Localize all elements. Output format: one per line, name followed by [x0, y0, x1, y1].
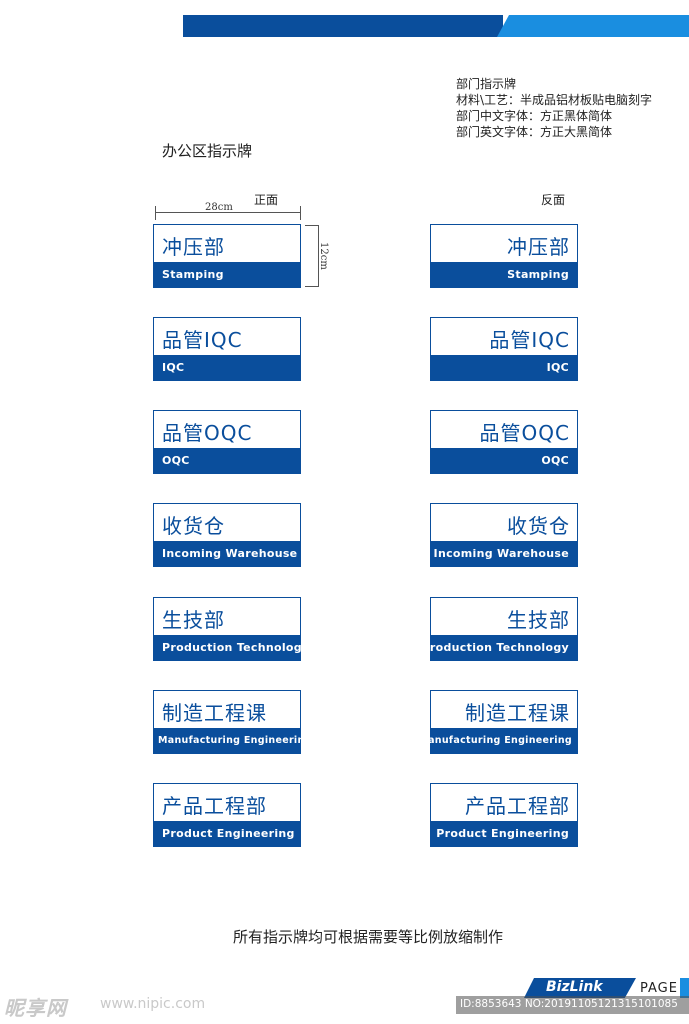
width-dim-line	[155, 212, 301, 213]
sign-cn-text: 品管IQC	[489, 328, 570, 352]
watermark-url: www.nipic.com	[100, 996, 206, 1012]
sign-cn-text: 制造工程课	[465, 701, 570, 725]
sign-back-production-technology: 生技部 Production Technology	[422, 597, 578, 661]
sign-en-text: Product Engineering	[436, 827, 569, 840]
sign-en-bar: Production Technology	[154, 635, 309, 660]
sign-en-bar: Product Engineering	[154, 821, 300, 846]
sign-en-text: IQC	[162, 361, 185, 374]
sign-cn-text: 产品工程部	[465, 794, 570, 818]
sign-en-text: Manufacturing Engineering	[418, 735, 572, 746]
sign-cn-text: 冲压部	[162, 235, 225, 259]
height-dim-tick-bottom	[305, 286, 319, 287]
sign-en-bar: Stamping	[154, 262, 300, 287]
width-dim-label: 28cm	[205, 202, 233, 213]
sign-en-text: Production Technology	[162, 641, 310, 654]
sign-en-bar: IQC	[154, 355, 300, 380]
id-strip	[456, 996, 689, 1014]
brand-logo-text: BizLink	[546, 979, 603, 995]
spec-block: 部门指示牌 材料\工艺：半成品铝材板贴电脑刻字 部门中文字体：方正黑体简体 部门…	[456, 76, 652, 140]
sign-en-text: Product Engineering	[162, 827, 295, 840]
sign-front-iqc: 品管IQC IQC	[153, 317, 301, 381]
front-label: 正面	[254, 193, 279, 207]
sign-cn-text: 收货仓	[162, 514, 225, 538]
spec-title: 部门指示牌	[456, 77, 517, 91]
sign-cn-text: 制造工程课	[162, 701, 267, 725]
height-dim-tick-top	[305, 225, 319, 226]
spec-en-font: 部门英文字体：方正大黑简体	[456, 125, 613, 139]
height-dim-line	[318, 225, 319, 287]
spec-cn-font: 部门中文字体：方正黑体简体	[456, 109, 613, 123]
sign-front-manufacturing-engineering: 制造工程课 Manufacturing Engineering	[153, 690, 311, 754]
sign-back-stamping: 冲压部 Stamping	[430, 224, 578, 288]
sign-front-stamping: 冲压部 Stamping	[153, 224, 301, 288]
sign-en-bar: Stamping	[431, 262, 577, 287]
sign-en-bar: OQC	[431, 448, 577, 473]
sign-en-bar: Manufacturing Engineering	[154, 728, 311, 753]
brand-logo-box	[524, 978, 636, 998]
header-bar-light	[497, 15, 689, 37]
sign-en-bar: Incoming Warehouse	[154, 541, 300, 566]
sign-en-text: Stamping	[162, 268, 224, 281]
sign-en-text: Production Technology	[421, 641, 569, 654]
width-dim-tick-left	[155, 206, 156, 220]
header-bar-dark	[183, 15, 503, 37]
height-dim-label: 12cm	[318, 242, 329, 270]
spec-material: 材料\工艺：半成品铝材板贴电脑刻字	[456, 93, 653, 107]
sign-cn-text: 品管OQC	[479, 421, 570, 445]
sign-front-incoming-warehouse: 收货仓 Incoming Warehouse	[153, 503, 301, 567]
sign-back-oqc: 品管OQC OQC	[430, 410, 578, 474]
sign-en-bar: IQC	[431, 355, 577, 380]
sign-en-text: OQC	[162, 454, 190, 467]
sign-en-text: IQC	[546, 361, 569, 374]
sign-front-product-engineering: 产品工程部 Product Engineering	[153, 783, 301, 847]
sign-en-bar: Incoming Warehouse	[431, 541, 577, 566]
sign-cn-text: 收货仓	[507, 514, 570, 538]
sign-cn-text: 生技部	[162, 608, 225, 632]
watermark-site: 昵享网	[4, 996, 67, 1020]
sign-back-iqc: 品管IQC IQC	[430, 317, 578, 381]
image-id-text: ID:8853643 NO:20191105121315101085	[460, 998, 678, 1010]
sign-en-text: Incoming Warehouse	[433, 547, 569, 560]
sign-en-text: OQC	[541, 454, 569, 467]
sign-en-text: Manufacturing Engineering	[158, 735, 312, 746]
sign-back-product-engineering: 产品工程部 Product Engineering	[430, 783, 578, 847]
sign-front-production-technology: 生技部 Production Technology	[153, 597, 309, 661]
sign-en-text: Incoming Warehouse	[162, 547, 298, 560]
sign-cn-text: 生技部	[507, 608, 570, 632]
scaling-note: 所有指示牌均可根据需要等比例放缩制作	[232, 928, 503, 946]
sign-back-manufacturing-engineering: 制造工程课 Manufacturing Engineering	[418, 690, 578, 754]
sign-cn-text: 品管IQC	[162, 328, 243, 352]
width-dim-tick-right	[300, 206, 301, 220]
sign-front-oqc: 品管OQC OQC	[153, 410, 301, 474]
sign-cn-text: 冲压部	[507, 235, 570, 259]
sign-en-bar: Product Engineering	[431, 821, 577, 846]
sign-en-bar: OQC	[154, 448, 300, 473]
sign-cn-text: 品管OQC	[162, 421, 253, 445]
sign-en-bar: Manufacturing Engineering	[418, 728, 577, 753]
page-corner-accent	[680, 978, 689, 998]
page-label: PAGE	[640, 981, 678, 996]
sign-cn-text: 产品工程部	[162, 794, 267, 818]
sign-en-text: Stamping	[507, 268, 569, 281]
sign-back-incoming-warehouse: 收货仓 Incoming Warehouse	[430, 503, 578, 567]
sign-en-bar: Production Technology	[422, 635, 577, 660]
back-label: 反面	[541, 193, 566, 207]
section-title: 办公区指示牌	[162, 142, 253, 160]
